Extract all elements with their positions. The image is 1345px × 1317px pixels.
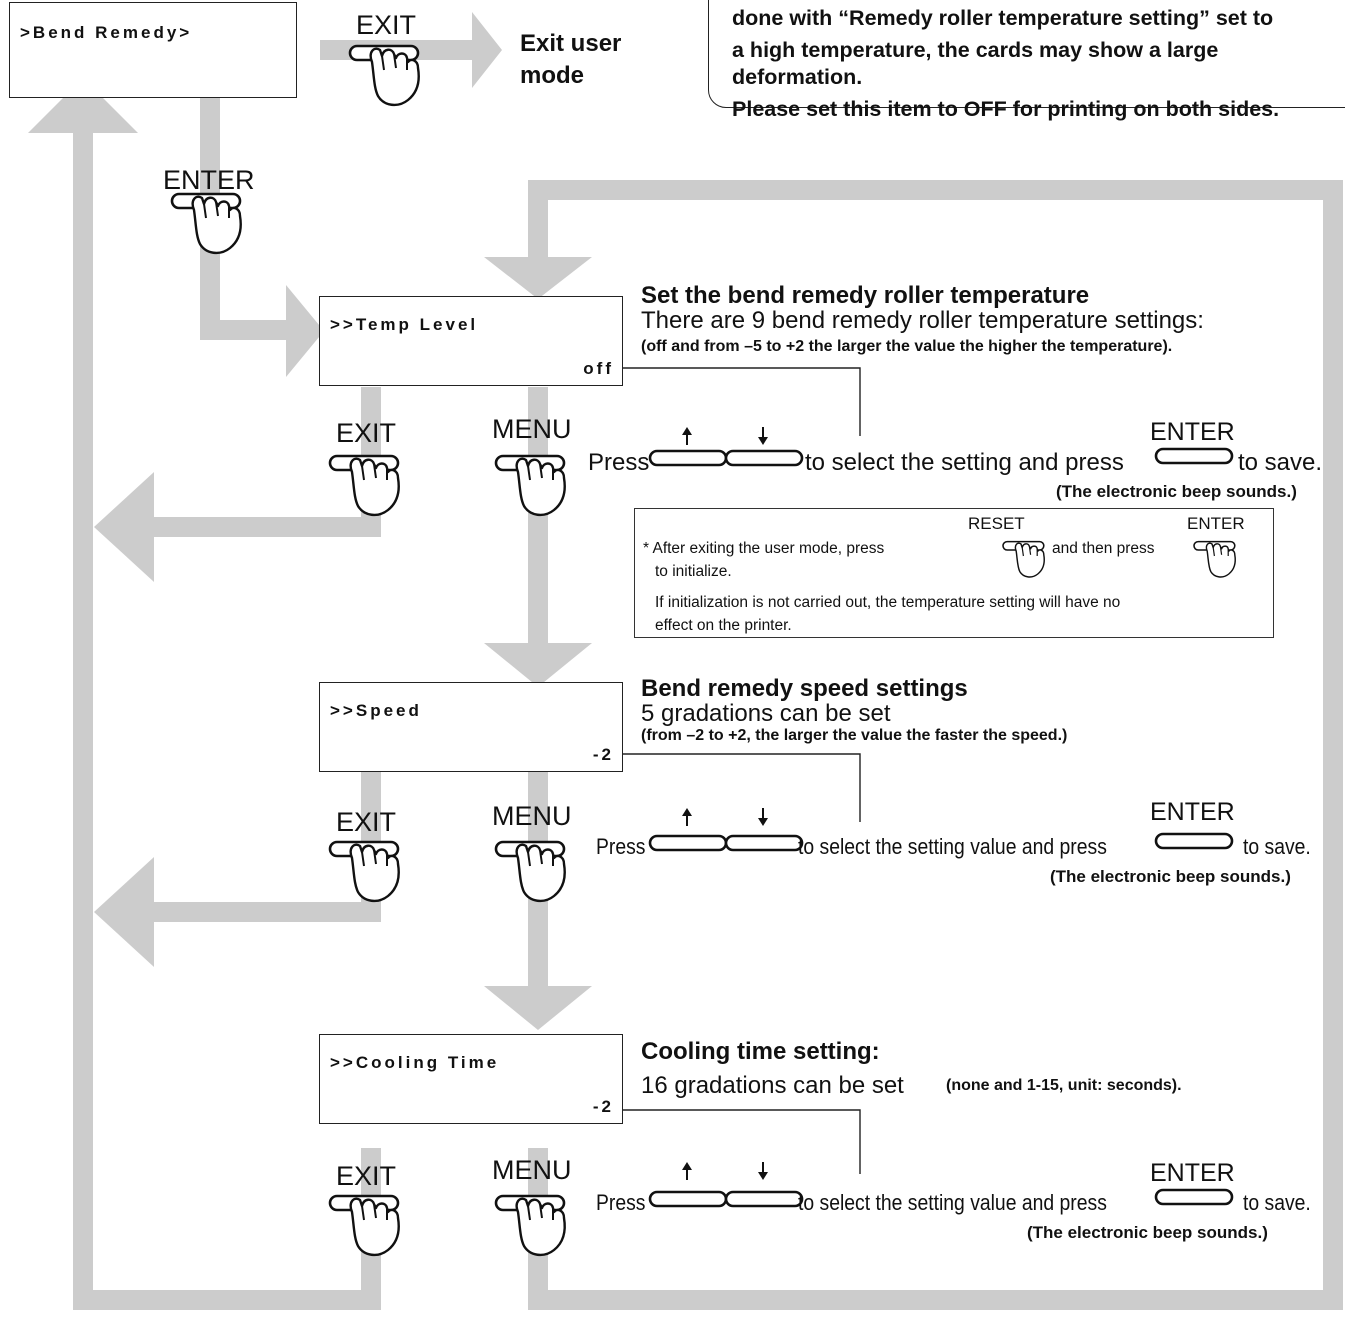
temp-subtitle: There are 9 bend remedy roller temperatu…: [641, 307, 1204, 334]
exit-hand-icon-speed: [328, 840, 400, 903]
warning-line-3: deformation.: [732, 65, 863, 89]
enter-path-horizontal: [200, 320, 290, 340]
down-key-icon: [724, 449, 804, 467]
initialize-note-box: [634, 508, 1274, 638]
temp-beep: (The electronic beep sounds.): [1056, 482, 1297, 501]
loop-path-bottom: [528, 1290, 1343, 1310]
warning-line-1: done with “Remedy roller temperature set…: [732, 6, 1274, 30]
enter-key-label-small: ENTER: [1187, 514, 1245, 533]
init-note-line3: If initialization is not carried out, th…: [655, 594, 1121, 611]
menu-key-label-temp: MENU: [492, 414, 572, 444]
loop-arrowhead-down: [484, 257, 592, 299]
temp-lcd-value: off: [583, 359, 614, 378]
exit-user-mode-line2: mode: [520, 62, 585, 89]
return-path-bottom: [73, 1290, 381, 1310]
cooling-title: Cooling time setting:: [641, 1038, 880, 1065]
exit-user-mode-line1: Exit user: [520, 30, 622, 57]
top-lcd-label: >Bend Remedy>: [20, 23, 193, 42]
speed-subtitle: 5 gradations can be set: [641, 700, 891, 727]
cooling-instruction: to select the setting value and press: [798, 1190, 1107, 1215]
temp-save: to save.: [1238, 449, 1323, 476]
top-lcd-display: >Bend Remedy>: [9, 2, 297, 98]
warning-line-2: a high temperature, the cards may show a…: [732, 38, 1219, 62]
exit-arrowhead-right: [472, 12, 502, 88]
exit-key-label-speed: EXIT: [336, 807, 397, 837]
speed-lcd-label: >>Speed: [330, 701, 422, 720]
enter-key-label-top: ENTER: [163, 165, 255, 195]
temp-lcd-display: >>Temp Level off: [319, 296, 623, 386]
speed-lcd-display: >>Speed -2: [319, 682, 623, 772]
loop-path-top: [528, 180, 1343, 200]
speed-save: to save.: [1243, 834, 1311, 859]
enter-key-label-cooling: ENTER: [1150, 1159, 1235, 1187]
cooling-save: to save.: [1243, 1190, 1311, 1215]
speed-title: Bend remedy speed settings: [641, 675, 968, 702]
speed-lcd-value: -2: [592, 745, 614, 764]
speed-instruction: to select the setting value and press: [798, 834, 1107, 859]
exit-speed-arrowhead-left: [94, 857, 154, 967]
menu-arrowhead-to-cooling: [484, 986, 592, 1030]
cooling-beep: (The electronic beep sounds.): [1027, 1223, 1268, 1242]
cooling-lcd-display: >>Cooling Time -2: [319, 1034, 623, 1124]
return-arrowhead-up: [28, 78, 138, 133]
temp-instruction: to select the setting and press: [805, 449, 1124, 476]
speed-note: (from –2 to +2, the larger the value the…: [641, 727, 1068, 744]
enter-key-label-speed: ENTER: [1150, 798, 1235, 826]
return-path-left: [73, 130, 93, 1307]
exit-hand-icon-cooling: [328, 1194, 400, 1257]
init-note-line2: to initialize.: [655, 563, 732, 580]
exit-hand-icon-temp: [328, 454, 400, 517]
menu-key-label-cooling: MENU: [492, 1155, 572, 1185]
menu-arrowhead-to-speed: [484, 643, 592, 687]
cooling-press-label: Press: [596, 1190, 646, 1215]
init-note-line1b: and then press: [1052, 540, 1155, 557]
cooling-subtitle: 16 gradations can be set: [641, 1072, 904, 1099]
menu-hand-icon-speed: [494, 840, 566, 903]
enter-key-label-temp: ENTER: [1150, 418, 1235, 446]
exit-key-label-temp: EXIT: [336, 418, 397, 448]
exit-hand-icon-top: [348, 44, 420, 107]
init-note-line4: effect on the printer.: [655, 617, 792, 634]
temp-lcd-label: >>Temp Level: [330, 315, 479, 334]
enter-arrowhead-right: [286, 285, 324, 377]
temp-title: Set the bend remedy roller temperature: [641, 282, 1090, 309]
warning-box: [708, 0, 1345, 108]
cooling-lcd-value: -2: [592, 1097, 614, 1116]
temp-press-label: Press: [588, 449, 650, 476]
cooling-note: (none and 1-15, unit: seconds).: [946, 1077, 1182, 1094]
temp-note: (off and from –5 to +2 the larger the va…: [641, 338, 1173, 355]
menu-hand-icon-temp: [494, 454, 566, 517]
cooling-lcd-label: >>Cooling Time: [330, 1053, 500, 1072]
speed-beep: (The electronic beep sounds.): [1050, 867, 1291, 886]
speed-press-label: Press: [596, 834, 646, 859]
up-key-icon: [648, 449, 728, 467]
warning-line-4: Please set this item to OFF for printing…: [732, 97, 1280, 121]
menu-hand-icon-cooling: [494, 1194, 566, 1257]
menu-key-label-speed: MENU: [492, 801, 572, 831]
exit-temp-arrowhead-left: [94, 472, 154, 582]
loop-path-right: [1323, 180, 1343, 1310]
exit-key-label-top: EXIT: [356, 10, 417, 40]
reset-key-label: RESET: [968, 514, 1025, 533]
enter-hand-icon-top: [170, 192, 242, 255]
init-note-line1a: * After exiting the user mode, press: [643, 540, 885, 557]
exit-key-label-cooling: EXIT: [336, 1161, 397, 1191]
enter-key-icon: [1154, 447, 1234, 465]
